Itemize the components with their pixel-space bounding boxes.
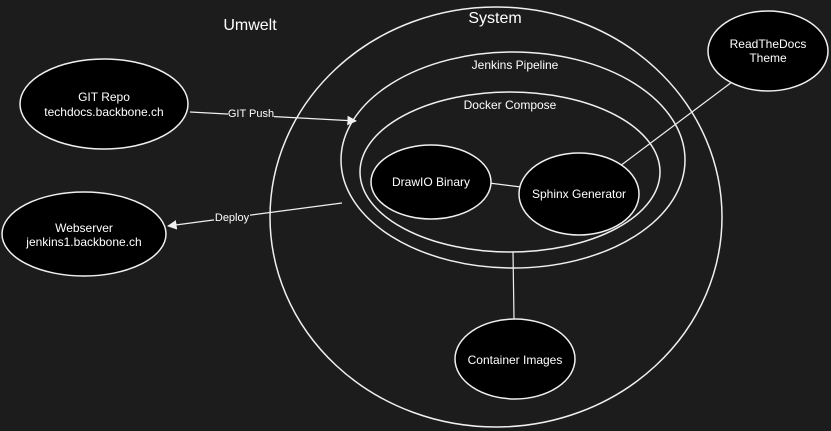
deploy-label-bg	[214, 211, 250, 224]
webserver-label-line1: Webserver	[55, 221, 113, 235]
system-label: System	[468, 10, 521, 27]
deploy-label: Deploy	[215, 212, 250, 224]
jenkins-pipeline-label: Jenkins Pipeline	[472, 58, 559, 72]
readthedocs-label-line2: Theme	[749, 51, 787, 65]
docker-compose-label: Docker Compose	[464, 98, 557, 112]
container-images-node[interactable]	[454, 318, 576, 400]
git-push-label: GIT Push	[228, 108, 274, 120]
edge-sphinx-readthedocs	[619, 81, 733, 167]
git-repo-label-line1: GIT Repo	[78, 90, 130, 104]
sphinx-generator-label: Sphinx Generator	[532, 187, 626, 201]
readthedocs-theme-node[interactable]	[707, 10, 829, 92]
readthedocs-label-line1: ReadTheDocs	[730, 37, 807, 51]
umwelt-label: Umwelt	[223, 17, 277, 34]
webserver-node[interactable]	[1, 191, 167, 277]
git-push-label-bg	[228, 107, 274, 120]
webserver-label-line2: jenkins1.backbone.ch	[25, 235, 141, 249]
sphinx-generator-node[interactable]	[518, 152, 640, 236]
git-repo-label-line2: techdocs.backbone.ch	[44, 105, 163, 119]
edge-docker-container	[512, 251, 515, 320]
git-repo-node[interactable]	[19, 58, 189, 150]
drawio-binary-label: DrawIO Binary	[392, 175, 470, 189]
container-images-label: Container Images	[468, 353, 563, 367]
system-boundary[interactable]	[269, 6, 723, 428]
drawio-binary-node[interactable]	[370, 144, 492, 220]
edge-drawio-sphinx	[488, 182, 522, 188]
edge-deploy	[167, 202, 343, 230]
docker-compose-node[interactable]	[359, 91, 661, 253]
